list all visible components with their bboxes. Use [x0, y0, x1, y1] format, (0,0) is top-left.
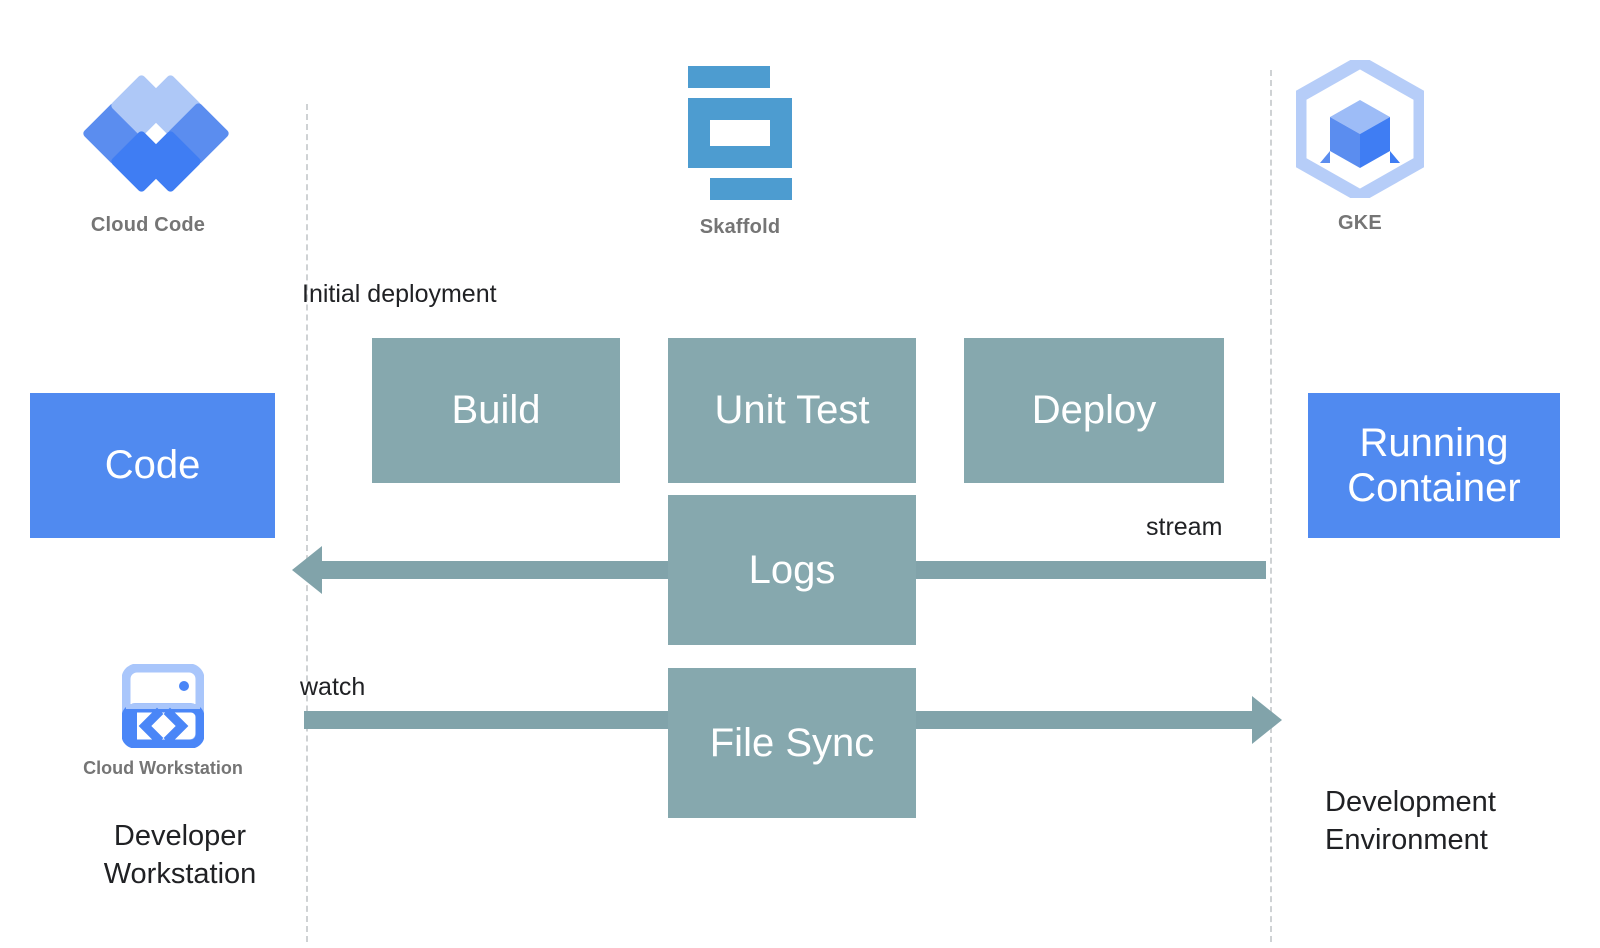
label-watch: watch [300, 673, 366, 701]
box-running-container[interactable]: Running Container [1308, 393, 1560, 538]
logo-gke: GKE [1260, 60, 1460, 235]
label-development-environment: Development Environment [1325, 786, 1496, 857]
label-developer-workstation: Developer Workstation [103, 820, 257, 891]
cloud-workstation-window-code-icon [121, 663, 205, 749]
box-build[interactable]: Build [372, 338, 620, 483]
box-unit-test[interactable]: Unit Test [668, 338, 916, 483]
label-stream: stream [1146, 513, 1223, 541]
logo-caption-skaffold: Skaffold [699, 216, 781, 238]
logo-caption-cloud-code: Cloud Code [90, 214, 206, 236]
logo-caption-cloud-workstation: Cloud Workstation [83, 758, 243, 778]
box-file-sync[interactable]: File Sync [668, 668, 916, 818]
logo-caption-gke: GKE [1338, 212, 1382, 234]
box-code[interactable]: Code [30, 393, 275, 538]
logo-cloud-workstation: Cloud Workstation [60, 663, 266, 779]
label-initial-deployment: Initial deployment [302, 280, 497, 308]
logs-arrow-head-left [292, 546, 322, 594]
box-deploy[interactable]: Deploy [964, 338, 1224, 483]
skaffold-s-icon [680, 66, 800, 200]
box-logs[interactable]: Logs [668, 495, 916, 645]
boundary-line-left [306, 104, 308, 942]
cloud-code-diamonds-icon [74, 73, 231, 194]
logo-cloud-code: Cloud Code [48, 73, 248, 237]
logo-skaffold: Skaffold [640, 66, 840, 239]
file-sync-arrow-head-right [1252, 696, 1282, 744]
boundary-line-right [1270, 70, 1272, 942]
gke-hexagon-cube-icon [1296, 60, 1424, 198]
